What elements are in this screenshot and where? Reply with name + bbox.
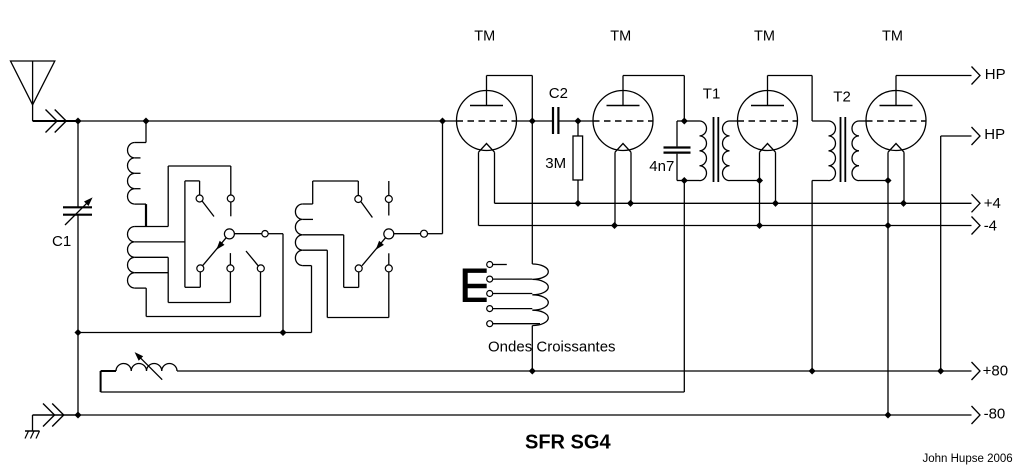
svg-text:-80: -80: [984, 406, 1006, 423]
svg-text:HP: HP: [984, 126, 1005, 143]
svg-text:T1: T1: [703, 86, 721, 103]
svg-text:TM: TM: [882, 28, 903, 44]
svg-text:HP: HP: [985, 66, 1006, 83]
svg-text:Ondes Croissantes: Ondes Croissantes: [488, 339, 616, 356]
svg-text:4n7: 4n7: [649, 158, 674, 175]
svg-text:T2: T2: [833, 89, 851, 106]
svg-text:John Hupse 2006: John Hupse 2006: [923, 453, 1013, 465]
svg-text:3M: 3M: [545, 155, 566, 172]
svg-text:C1: C1: [52, 233, 71, 250]
svg-text:SFR SG4: SFR SG4: [525, 432, 611, 454]
svg-text:C2: C2: [549, 85, 568, 102]
svg-text:-4: -4: [984, 218, 997, 235]
svg-text:+80: +80: [983, 363, 1008, 380]
svg-text:+4: +4: [984, 195, 1001, 212]
svg-text:TM: TM: [610, 28, 631, 44]
svg-text:TM: TM: [754, 28, 775, 44]
svg-text:TM: TM: [474, 28, 495, 44]
